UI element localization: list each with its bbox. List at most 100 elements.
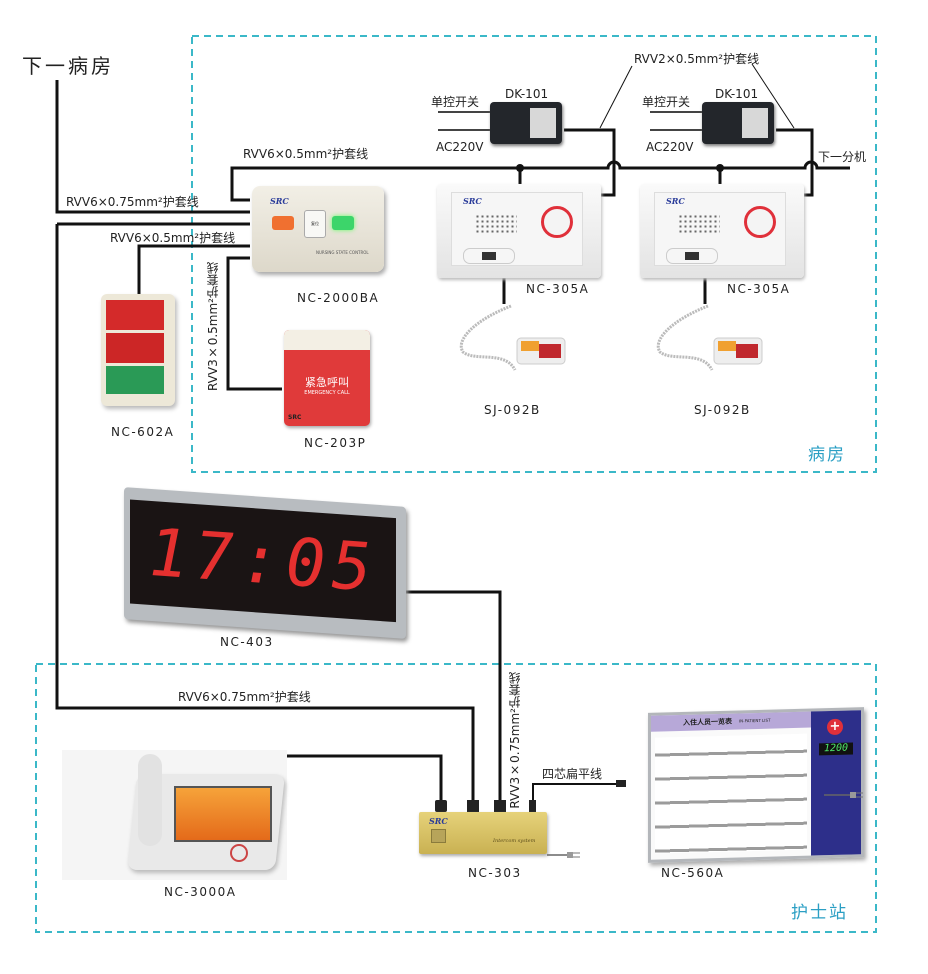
wire-trunk-nurse [55,222,475,810]
nc560a-label: NC-560A [661,866,725,880]
cable-label-rvv2-05: RVV2×0.5mm²护套线 [634,52,760,66]
nc403-time-display: 17:05 [148,513,378,607]
nc2000ba-subtitle: NURSING STATE CONTROL [316,250,369,255]
nc403-screen: 17:05 [130,499,396,623]
nc305a-device-2: SRC [640,184,804,278]
sj092b-label-1: SJ-092B [484,403,541,417]
connector-560a [616,780,626,787]
nc305a-port [463,248,515,264]
rvv2-pointer-1 [599,65,633,129]
nc305a-brand: SRC [666,196,685,206]
dk101-adapter-2 [702,102,774,144]
nurse-station-zone-border [35,663,877,933]
ac-label-2: AC220V [646,140,694,154]
switch-label-2: 单控开关 [642,95,691,109]
nc2000ba-label: NC-2000BA [297,291,380,305]
sj092b-handset-2 [652,300,772,380]
nc3000a-master-station [62,750,287,880]
nc305a-port [666,248,718,264]
wire-next-ward [55,80,250,214]
ward-zone-label: 病房 [808,445,846,465]
cable-label-rvv6-05-top: RVV6×0.5mm²护套线 [243,147,369,161]
nc305a-speaker-grille [678,214,720,234]
nc560a-header: 入住人员一览表 IN-PATIENT LIST [651,711,811,732]
nc560a-header-cn: 入住人员一览表 [683,716,732,727]
nc303-label: NC-303 [468,866,522,880]
nc203p-brand: SRC [288,414,302,421]
nc203p-cn-text: 紧急呼叫 [305,376,349,389]
wire-dk101-2 [776,128,814,197]
sj092b-label-2: SJ-092B [694,403,751,417]
nc305a-call-button [744,206,776,238]
nc2000ba-brand: SRC [270,196,289,206]
adapter-model-2: DK-101 [715,87,759,101]
nc602a-corridor-light [101,294,175,406]
nc2000ba-red-lamp [272,216,294,230]
wire-bus-top [230,160,850,202]
nc602a-label: NC-602A [111,425,175,439]
nc303-brand: SRC [429,816,448,826]
next-ward-title: 下一病房 [22,54,114,78]
connector-rj-3000a [435,800,447,812]
wire-403 [406,590,502,810]
nc2000ba-reset-button: 复位 [304,210,326,238]
cable-label-next-extension: 下一分机 [818,150,867,164]
dk101-label-plate [742,108,768,138]
nc305a-device-1: SRC [437,184,601,278]
nc602a-green-lamp [106,366,164,394]
nc203p-label: NC-203P [304,436,367,450]
nc303-power-switch [431,829,446,843]
nc203p-emergency-button: 紧急呼叫 EMERGENCY CALL SRC [284,330,370,426]
ward-zone-border [191,35,877,473]
nc2000ba-green-lamp [332,216,354,230]
cable-label-rvv6-05-left: RVV6×0.5mm²护套线 [110,231,236,245]
cable-label-flat4: 四芯扁平线 [542,767,603,781]
connector-trunk [467,800,479,812]
cable-label-rvv6-075-top: RVV6×0.75mm²护套线 [66,195,199,209]
nc203p-en-text: EMERGENCY CALL [304,390,350,396]
nc3000a-label: NC-3000A [164,885,237,899]
nc303-power-plug [547,844,581,858]
nc305a-label-1: NC-305A [526,282,590,296]
wire-dk101-1 [564,128,616,197]
nc602a-red-lamp-1 [106,300,164,330]
cable-label-rvv3-075: RVV3×0.75mm²护套线 [508,672,522,809]
nurse-station-zone-label: 护士站 [791,903,848,923]
adapter-model-1: DK-101 [505,87,549,101]
nc303-interface-box: SRC Intercom system [419,812,547,854]
wire-602a [137,244,250,296]
ac-label-1: AC220V [436,140,484,154]
nc560a-header-en: IN-PATIENT LIST [739,717,771,724]
switch-label-1: 单控开关 [431,95,480,109]
nc3000a-handset [138,754,162,846]
nc203p-top-cap [284,330,370,350]
nc3000a-screen [174,786,272,842]
nc305a-brand: SRC [463,196,482,206]
nc3000a-dial-button [230,844,248,862]
rvv2-pointer-2 [751,63,795,129]
sj092b-handset-1 [455,300,575,380]
nc403-clock: 17:05 [124,487,406,639]
nc305a-speaker-grille [475,214,517,234]
nc602a-red-lamp-2 [106,333,164,363]
nc305a-label-2: NC-305A [727,282,791,296]
wire-203p [226,256,282,391]
cable-label-rvv3-05: RVV3×0.5mm²护套线 [206,262,220,392]
junction-dot-1 [516,164,524,172]
nc2000ba-device: SRC 复位 NURSING STATE CONTROL [252,186,384,272]
junction-dot-2 [716,164,724,172]
nc305a-call-button [541,206,573,238]
wire-flat [532,783,618,808]
nc560a-power-plug [824,784,864,798]
nc560a-clock: 1200 [819,742,853,756]
connector-flat [529,800,536,812]
nc303-script: Intercom system [493,838,536,844]
cable-label-rvv6-075-bottom: RVV6×0.75mm²护套线 [178,690,311,704]
nc560a-slot-rows [655,733,807,854]
dk101-adapter-1 [490,102,562,144]
dk101-label-plate [530,108,556,138]
connector-403 [494,800,506,812]
medical-cross-icon: + [827,718,843,736]
nc560a-side-panel: + 1200 [811,710,861,856]
